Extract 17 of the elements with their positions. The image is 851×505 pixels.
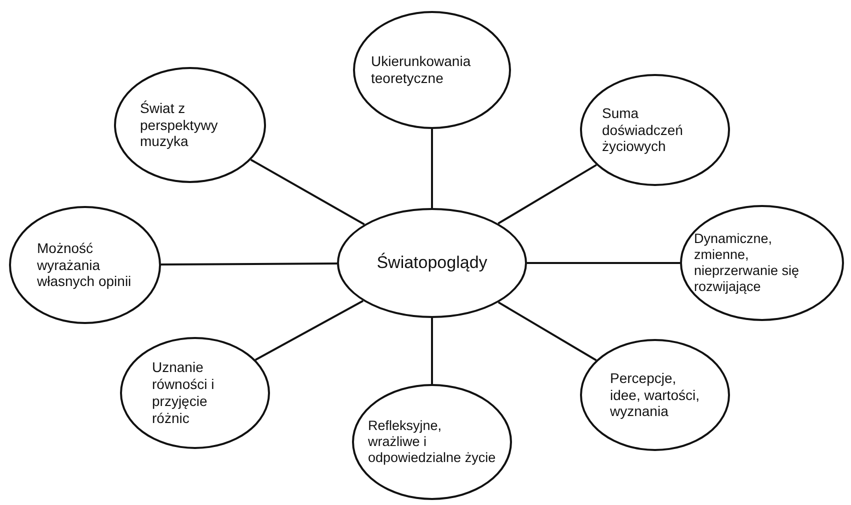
circle-label: Światopoglądy (376, 252, 488, 274)
connector-line (161, 262, 338, 266)
circle-label: Ukierunkowania teoretyczne (371, 53, 472, 87)
connector-line (431, 318, 433, 384)
connector-line (431, 129, 433, 208)
connector-line (254, 300, 364, 361)
connector-line (498, 301, 597, 362)
circle-label: Refleksyjne, wrażliwe i odpowiedzialne życie (368, 418, 496, 466)
connector-line (527, 262, 680, 264)
circle-label: Suma doświadczeń życiowych (602, 104, 684, 156)
circle-label: Świat z perspektywy muzyka (140, 100, 219, 150)
circle-label: Możność wyrażania własnych opinii (37, 240, 132, 290)
circle-label: Dynamiczne, zmienne, nieprzerwanie się rozwijające (694, 230, 800, 296)
connector-line (498, 164, 597, 224)
circle-label: Uznanie równości i przyjęcie różnic (152, 359, 216, 427)
circle-label: Percepcje, idee, wartości, wyznania (610, 370, 700, 420)
connector-line (250, 158, 365, 226)
